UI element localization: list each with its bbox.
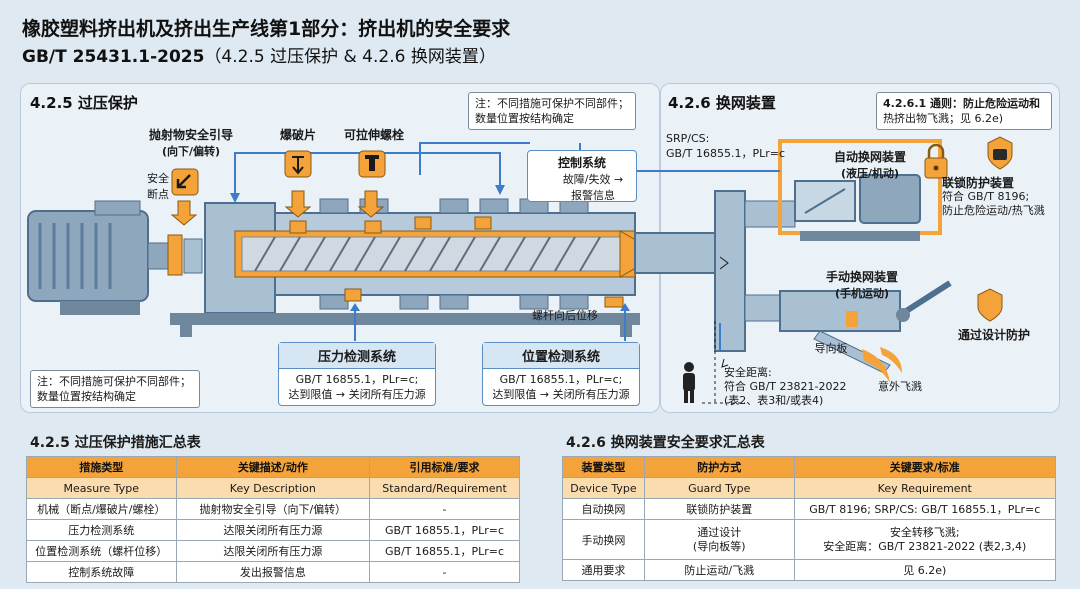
position-detection-box: 位置检测系统 GB/T 16855.1，PLr=c; 达到限值 → 关闭所有压力… [482,342,640,406]
overpressure-table: 措施类型 关键描述/动作 引用标准/要求 Measure Type Key De… [26,456,520,583]
overpressure-heading: 4.2.5 过压保护 [30,94,138,112]
table-row: 手动换网 通过设计 (导向板等) 安全转移飞溅; 安全距离：GB/T 23821… [562,519,1057,560]
extruder-diagram: ! [27,136,1013,404]
safe-distance-label: 安全距离: 符合 GB/T 23821-2022 (表2、表3和/或表4) [724,366,847,407]
table-row: 机械（断点/爆破片/螺栓） 抛射物安全引导（向下/偏转） - [26,498,520,520]
table-row: 位置检测系统（螺杆位移） 达限关闭所有压力源 GB/T 16855.1，PLr=… [26,540,520,562]
table-row: 控制系统故障 发出报警信息 - [26,561,520,583]
standard-number: GB/T 25431.1-2025 [22,47,205,67]
design-protection-label: 通过设计防护 [957,328,1030,342]
motor-body [27,210,149,302]
guide-plate-label: 导向板 [814,342,848,355]
pressure-detection-box: 压力检测系统 GB/T 16855.1，PLr=c; 达到限值 → 关闭所有压力… [278,342,436,406]
table-row: 通用要求 防止运动/飞溅 见 6.2e) [562,559,1057,581]
interlock-guard-label: 联锁防护装置 符合 GB/T 8196; 防止危险运动/热飞溅 [942,176,1045,217]
screw-shift-label: 螺杆向后位移 [532,309,598,322]
table1-title: 4.2.5 过压保护措施汇总表 [30,435,201,451]
safety-break-label: 安全 断点 [147,172,169,201]
srp-cs-label: SRP/CS: GB/T 16855.1，PLr=c [666,132,786,160]
auto-changer-label: 自动换网装置 (液压/机动) [833,150,906,180]
page-subtitle: GB/T 25431.1-2025（4.2.5 过压保护 & 4.2.6 换网装… [22,42,496,67]
screen-changer-table: 装置类型 防护方式 关键要求/标准 Device Type Guard Type… [562,456,1057,581]
projectile-guidance-label: 抛射物安全引导 (向下/偏转) [148,128,233,158]
rupture-disc-label: 爆破片 [279,128,316,142]
manual-changer-label: 手动换网装置 (手机运动) [825,270,898,300]
control-system-box: 控制系统 故障/失效 → 报警信息 [527,150,637,202]
person-icon [683,362,695,403]
screen-changer-heading: 4.2.6 换网装置 [668,94,776,112]
section-range: （4.2.5 过压保护 & 4.2.6 换网装置） [204,47,496,67]
note-top: 注：不同措施可保护不同部件； 数量位置按结构确定 [468,92,636,130]
page-title: 橡胶塑料挤出机及挤出生产线第1部分：挤出机的安全要求 [22,18,511,40]
tension-bolt-label: 可拉伸螺栓 [343,128,404,142]
note-bottom: 注：不同措施可保护不同部件； 数量位置按结构确定 [30,370,200,408]
table2-title: 4.2.6 换网装置安全要求汇总表 [566,435,765,451]
lock-icon-b [987,136,1013,170]
general-note: 4.2.6.1 通则：防止危险运动和 热挤出物飞溅；见 6.2e) [876,92,1052,130]
lock-icon-a [924,143,948,179]
table-row: 压力检测系统 达限关闭所有压力源 GB/T 16855.1，PLr=c [26,519,520,541]
table-row: 自动换网 联锁防护装置 GB/T 8196; SRP/CS: GB/T 1685… [562,498,1057,520]
splash-label: 意外飞溅 [878,380,922,393]
